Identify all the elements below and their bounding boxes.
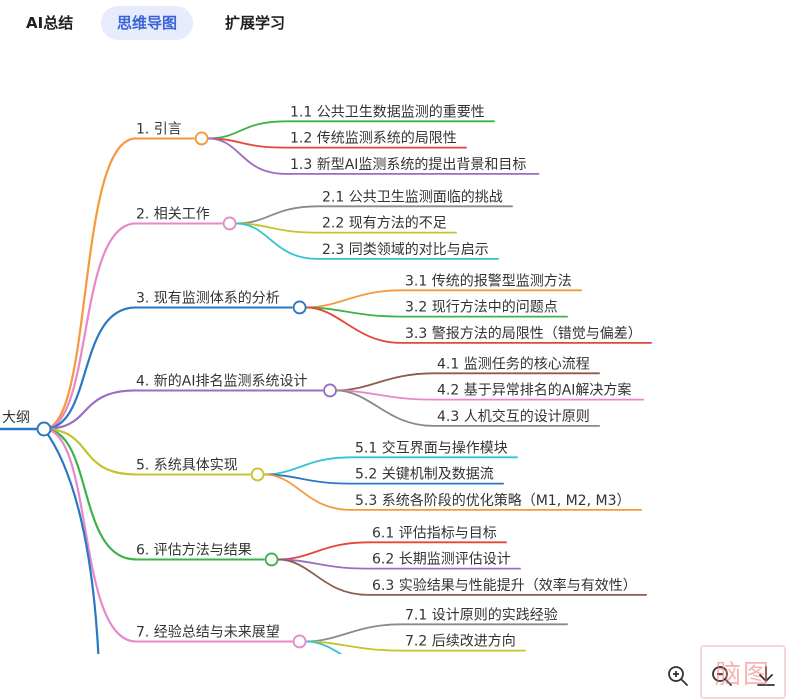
branch-connector bbox=[43, 222, 137, 431]
leaf-connector bbox=[235, 205, 319, 225]
leaf-connector bbox=[335, 372, 434, 392]
leaf-label[interactable]: 7.1 设计原则的实践经验 bbox=[405, 607, 558, 623]
leaf-label[interactable]: 6.3 实验结果与性能提升（效率与有效性） bbox=[372, 577, 637, 594]
zoom-in-icon bbox=[668, 666, 688, 686]
zoom-in-button[interactable] bbox=[664, 662, 692, 690]
tab-extended-learning[interactable]: 扩展学习 bbox=[225, 14, 286, 32]
leaf-label[interactable]: 3.3 警报方法的局限性（错觉与偏差） bbox=[405, 326, 642, 342]
leaf-connector bbox=[263, 456, 352, 476]
tab-ai-summary[interactable]: AI总结 bbox=[26, 14, 74, 32]
leaf-label[interactable]: 3.1 传统的报警型监测方法 bbox=[405, 273, 572, 289]
leaf-connector bbox=[305, 640, 343, 654]
branch-collapse-toggle[interactable] bbox=[292, 634, 307, 649]
branch-label[interactable]: 4. 新的AI排名监测系统设计 bbox=[136, 373, 308, 389]
leaf-label[interactable]: 5.2 关键机制及数据流 bbox=[355, 467, 494, 483]
leaf-label[interactable]: 2.1 公共卫生监测面临的挑战 bbox=[322, 189, 503, 205]
leaf-connector bbox=[277, 541, 369, 561]
branch-connector bbox=[43, 427, 137, 476]
branch-label[interactable]: 2. 相关工作 bbox=[136, 206, 210, 222]
leaf-label[interactable]: 3.2 现行方法中的问题点 bbox=[405, 300, 558, 316]
leaf-label[interactable]: 2.3 同类领域的对比与启示 bbox=[322, 242, 489, 258]
download-icon bbox=[757, 666, 775, 686]
leaf-label[interactable]: 6.1 评估指标与目标 bbox=[372, 525, 497, 541]
branch-label[interactable]: 6. 评估方法与结果 bbox=[136, 542, 252, 558]
branch-collapse-toggle[interactable] bbox=[194, 131, 209, 146]
branch-connector-offscreen bbox=[43, 428, 100, 654]
branch-collapse-toggle[interactable] bbox=[323, 383, 337, 398]
branch-collapse-toggle[interactable] bbox=[264, 552, 279, 567]
branch-connector bbox=[43, 137, 137, 431]
leaf-label[interactable]: 6.2 长期监测评估设计 bbox=[372, 552, 511, 568]
branch-collapse-toggle[interactable] bbox=[222, 216, 237, 231]
tab-bar: AI总结 思维导图 扩展学习 bbox=[0, 0, 787, 48]
leaf-connector bbox=[305, 289, 402, 309]
mind-map-canvas[interactable]: 大纲 1. 引言 1.1 公共卫生数据监测的重要性 1.2 传统监测系统的局限性 1.3… bbox=[0, 48, 787, 654]
leaf-label[interactable]: 1.2 传统监测系统的局限性 bbox=[290, 131, 457, 147]
branch-label[interactable]: 3. 现有监测体系的分析 bbox=[136, 290, 280, 306]
leaf-label[interactable]: 4.2 基于异常排名的AI解决方案 bbox=[437, 382, 631, 399]
leaf-label[interactable]: 7.2 后续改进方向 bbox=[405, 633, 516, 650]
zoom-out-button[interactable] bbox=[708, 662, 736, 690]
leaf-connector bbox=[207, 120, 287, 140]
mind-map-connectors bbox=[0, 120, 652, 654]
leaf-connector bbox=[305, 623, 402, 643]
branch-connector bbox=[43, 306, 137, 431]
branch-collapse-toggle[interactable] bbox=[250, 467, 265, 482]
leaf-connector bbox=[207, 137, 287, 175]
leaf-connector bbox=[277, 558, 369, 596]
branch-connector bbox=[43, 389, 137, 431]
download-button[interactable] bbox=[752, 662, 780, 690]
branch-label[interactable]: 1. 引言 bbox=[136, 121, 182, 137]
leaf-label[interactable]: 4.3 人机交互的设计原则 bbox=[437, 408, 590, 425]
mind-map-nodes: 大纲 1. 引言 1.1 公共卫生数据监测的重要性 1.2 传统监测系统的局限性 1.3… bbox=[2, 104, 642, 650]
leaf-label[interactable]: 1.1 公共卫生数据监测的重要性 bbox=[290, 104, 485, 120]
leaf-connector bbox=[335, 389, 434, 427]
tab-mind-map[interactable]: 思维导图 bbox=[101, 6, 194, 40]
root-node-toggle[interactable] bbox=[36, 421, 52, 437]
leaf-label[interactable]: 2.2 现有方法的不足 bbox=[322, 216, 447, 232]
leaf-connector bbox=[235, 222, 319, 260]
leaf-label[interactable]: 5.3 系统各阶段的优化策略（M1, M2, M3） bbox=[355, 492, 630, 509]
branch-label[interactable]: 5. 系统具体实现 bbox=[136, 457, 238, 473]
leaf-label[interactable]: 5.1 交互界面与操作模块 bbox=[355, 439, 508, 456]
branch-connector bbox=[43, 427, 137, 643]
leaf-connector bbox=[263, 473, 352, 511]
zoom-out-icon bbox=[712, 666, 732, 686]
branch-collapse-toggle[interactable] bbox=[292, 300, 307, 315]
branch-connector bbox=[43, 427, 137, 561]
leaf-label[interactable]: 1.3 新型AI监测系统的提出背景和目标 bbox=[290, 157, 526, 173]
leaf-label[interactable]: 4.1 监测任务的核心流程 bbox=[437, 356, 590, 372]
leaf-connector bbox=[305, 306, 402, 344]
branch-label[interactable]: 7. 经验总结与未来展望 bbox=[136, 624, 280, 640]
root-node-label: 大纲 bbox=[2, 410, 30, 426]
